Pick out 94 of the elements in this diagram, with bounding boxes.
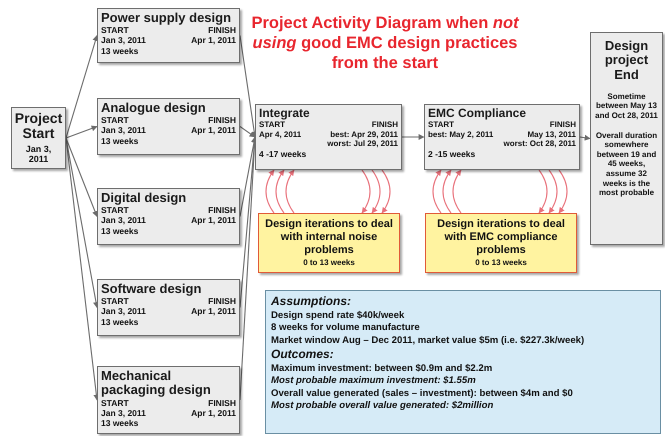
date-text: Jan 3, 2011 (101, 35, 146, 46)
duration-text: 13 weeks (101, 226, 140, 236)
date-text: best: Apr 29, 2011 (330, 130, 398, 140)
column-label: FINISH (207, 25, 236, 36)
arrow (66, 126, 98, 139)
arrow (275, 170, 284, 214)
duration-text: 13 weeks (101, 136, 140, 146)
column-label: FINISH (370, 120, 398, 130)
column-label: START (101, 398, 130, 408)
duration-text: 0 to 13 weeks (303, 258, 355, 268)
date-text: Jan 3, 2011 (101, 408, 146, 418)
notes-panel (265, 290, 661, 434)
date-text: Apr 1, 2011 (191, 125, 236, 136)
column-label: FINISH (548, 120, 576, 130)
task-box (97, 279, 240, 336)
column-label: START (259, 120, 286, 130)
section-heading: Outcomes: (271, 347, 335, 363)
column-label: START (101, 205, 130, 216)
task-title: Software design (101, 282, 202, 296)
arrow (432, 170, 442, 214)
note-text: Maximum investment: between $0.9m and $2.2m (271, 362, 494, 376)
column-label: START (101, 25, 130, 36)
column-label: FINISH (207, 115, 236, 126)
arrow (558, 170, 568, 214)
duration-text: 13 weeks (101, 418, 140, 428)
date-text: Jan 3, 2011 (101, 125, 146, 136)
date-text: Jan 3, 2011 (101, 215, 146, 226)
task-box (255, 104, 402, 170)
task-title: EMC Compliance (428, 107, 528, 120)
callout-text: Design iterations to deal with internal noise problems (264, 218, 394, 256)
start-box (11, 107, 66, 169)
date-text: worst: Oct 28, 2011 (502, 139, 576, 149)
date-text: best: May 2, 2011 (428, 130, 494, 140)
task-box (424, 104, 580, 170)
note-text: Most probable overall value generated: $2million (271, 400, 494, 412)
arrow (285, 170, 294, 214)
arrow (65, 138, 98, 218)
task-title: Mechanical packaging design (101, 369, 212, 398)
task-title: Integrate (259, 107, 311, 120)
task-title: Digital design (101, 191, 188, 206)
note-text: Design spend rate $40k/week (271, 310, 406, 322)
arrow (65, 34, 98, 138)
date-text: Jan 3, 2011 (24, 144, 52, 166)
duration-text: 0 to 13 weeks (475, 258, 527, 268)
arrow (362, 170, 371, 214)
date-text: Apr 1, 2011 (191, 306, 236, 317)
column-label: FINISH (207, 205, 236, 216)
note-text: 8 weeks for volume manufacture (271, 322, 421, 335)
task-box (97, 188, 240, 245)
arrow (402, 134, 425, 140)
iteration-callout (258, 213, 400, 273)
note-text: Overall duration somewhere between 19 and 45 weeks, assume 32 weeks is the most probable (594, 130, 658, 198)
date-text: Apr 1, 2011 (191, 215, 236, 226)
column-label: START (428, 120, 456, 130)
arrow (442, 170, 452, 214)
callout-text: Design iterations to deal with EMC compliance problems (436, 218, 566, 256)
arrow (580, 134, 591, 141)
duration-text: 2 -15 weeks (428, 148, 476, 160)
task-box (97, 98, 240, 155)
duration-text: 4 -17 weeks (259, 148, 308, 160)
arrow (452, 170, 462, 214)
date-text: Jan 3, 2011 (101, 306, 146, 317)
note-text: Overall value generated (sales – investment): between $4m and $0 (271, 388, 574, 400)
end-title: Design project End (604, 39, 650, 82)
arrow (239, 136, 257, 217)
note-text: Market window Aug – Dec 2011, market value $5m (i.e. $227.3k/week) (271, 334, 586, 347)
iteration-callout (425, 213, 577, 273)
start-title: Project Start (14, 110, 62, 142)
date-text: Apr 4, 2011 (259, 130, 302, 140)
note-text: Most probable maximum investment: $1.55m (271, 375, 477, 388)
arrow (548, 170, 558, 214)
date-text: worst: Jul 29, 2011 (326, 139, 398, 149)
duration-text: 13 weeks (101, 46, 140, 56)
end-box (590, 32, 663, 245)
duration-text: 13 weeks (101, 316, 140, 327)
arrow (372, 170, 381, 214)
task-title: Power supply design (101, 11, 232, 26)
arrow (240, 126, 256, 138)
column-label: START (101, 296, 130, 306)
arrow (382, 170, 391, 214)
note-text: Sometime between May 13 and Oct 28, 2011 (594, 92, 659, 121)
column-label: START (101, 115, 130, 126)
task-title: Analogue design (101, 101, 207, 116)
arrow (265, 170, 274, 214)
date-text: Apr 1, 2011 (191, 408, 236, 418)
date-text: Apr 1, 2011 (191, 35, 236, 46)
arrow (538, 170, 548, 214)
task-box (97, 366, 240, 434)
date-text: May 13, 2011 (528, 130, 576, 140)
column-label: FINISH (207, 296, 236, 306)
column-label: FINISH (207, 398, 236, 408)
section-heading: Assumptions: (271, 294, 352, 310)
task-box (97, 8, 240, 63)
diagram-title: Project Activity Diagram when not using good EMC design practices from the start (250, 14, 520, 74)
